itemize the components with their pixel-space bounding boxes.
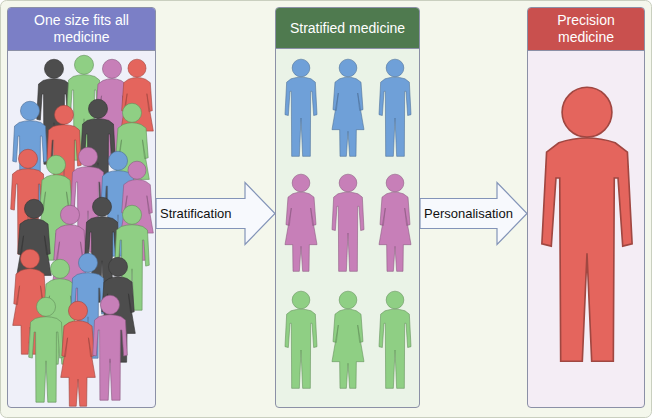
panel: One size fits all medicine	[7, 7, 156, 408]
person-figure	[285, 59, 317, 156]
panel-title: One size fits all medicine	[14, 12, 149, 46]
panel-header: Precision medicine	[528, 8, 644, 50]
person-figure	[332, 291, 364, 388]
person-figure	[285, 291, 317, 388]
panel-title: Precision medicine	[534, 12, 638, 46]
header-rule	[8, 50, 155, 51]
person-figure	[379, 174, 411, 271]
arrow-label: Stratification	[159, 206, 233, 222]
person-figure	[93, 295, 128, 400]
block-arrow	[156, 183, 275, 245]
person-figure	[332, 174, 364, 271]
header-rule	[276, 48, 419, 49]
panel-title: Stratified medicine	[290, 20, 405, 37]
person-figure	[542, 87, 632, 361]
panel: Precision medicine	[527, 7, 645, 408]
person-figure	[379, 291, 411, 388]
person-figure	[285, 174, 317, 271]
person-figure	[29, 297, 64, 402]
header-rule	[528, 50, 644, 51]
people-illustration	[276, 8, 420, 408]
panel-header: Stratified medicine	[276, 8, 419, 48]
people-illustration	[528, 8, 645, 408]
person-figure	[379, 59, 411, 156]
person-figure	[61, 301, 96, 406]
people-illustration	[8, 8, 156, 408]
block-arrow	[420, 183, 527, 245]
arrow-label: Personalisation	[423, 206, 514, 222]
panel-header: One size fits all medicine	[8, 8, 155, 50]
panel: Stratified medicine	[275, 7, 420, 408]
person-figure	[332, 59, 364, 156]
